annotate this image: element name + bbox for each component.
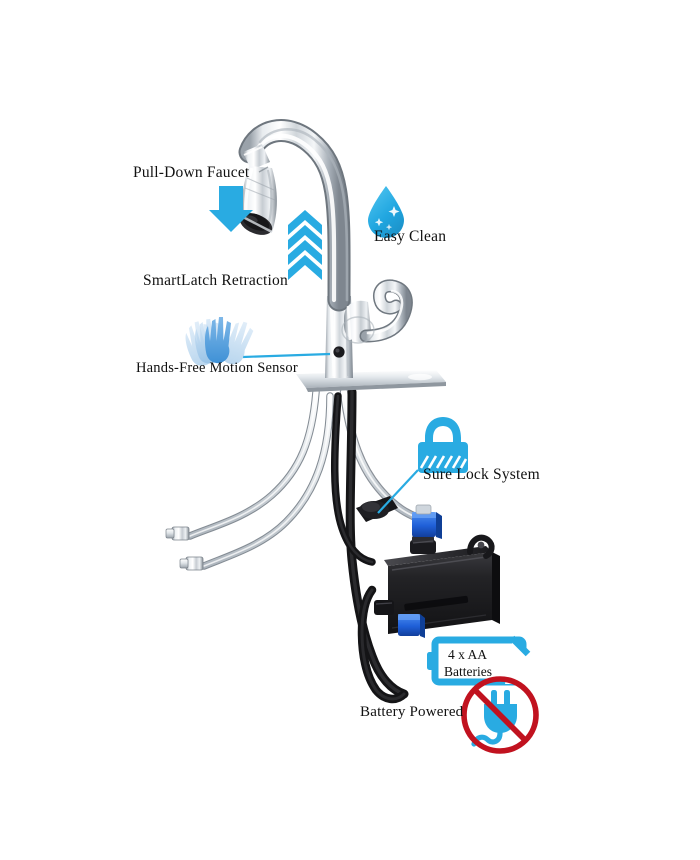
quick-connect-top [412, 504, 442, 539]
box-inlet-nut [410, 536, 436, 554]
leader-line-lock [377, 469, 419, 514]
label-pull-down-faucet: Pull-Down Faucet [133, 164, 250, 181]
supply-hoses [165, 387, 423, 704]
supply-connector-left-lower [179, 556, 204, 571]
label-hands-free-motion-sensor: Hands-Free Motion Sensor [136, 360, 298, 376]
leader-lines [242, 166, 419, 514]
up-chevrons-icon [288, 210, 322, 280]
gooseneck-arch [238, 119, 351, 312]
label-battery-powered: Battery Powered [360, 704, 464, 720]
down-arrow-icon [209, 186, 253, 232]
hose-junction [356, 496, 398, 522]
padlock-icon [418, 417, 468, 473]
label-smartlatch-retraction: SmartLatch Retraction [143, 272, 288, 289]
label-easy-clean: Easy Clean [374, 228, 447, 245]
lever-handle [341, 279, 413, 344]
motion-sensor-dot [333, 346, 345, 358]
battery-badge-line1: 4 x AA [448, 647, 488, 662]
battery-icon [427, 635, 531, 686]
supply-connector-left [165, 526, 190, 541]
leader-line-sensor [242, 352, 331, 359]
battery-badge-line2: Batteries [444, 664, 492, 679]
water-droplet-icon [368, 186, 404, 238]
waving-hand-icon [185, 317, 254, 366]
quick-connect-bottom [398, 614, 425, 638]
spray-head [239, 144, 277, 235]
label-sure-lock-system: Sure Lock System [423, 466, 540, 483]
control-box [374, 504, 500, 638]
no-plug-icon [461, 676, 539, 754]
deck-plate [296, 366, 446, 392]
box-bottom-fitting [374, 600, 394, 615]
